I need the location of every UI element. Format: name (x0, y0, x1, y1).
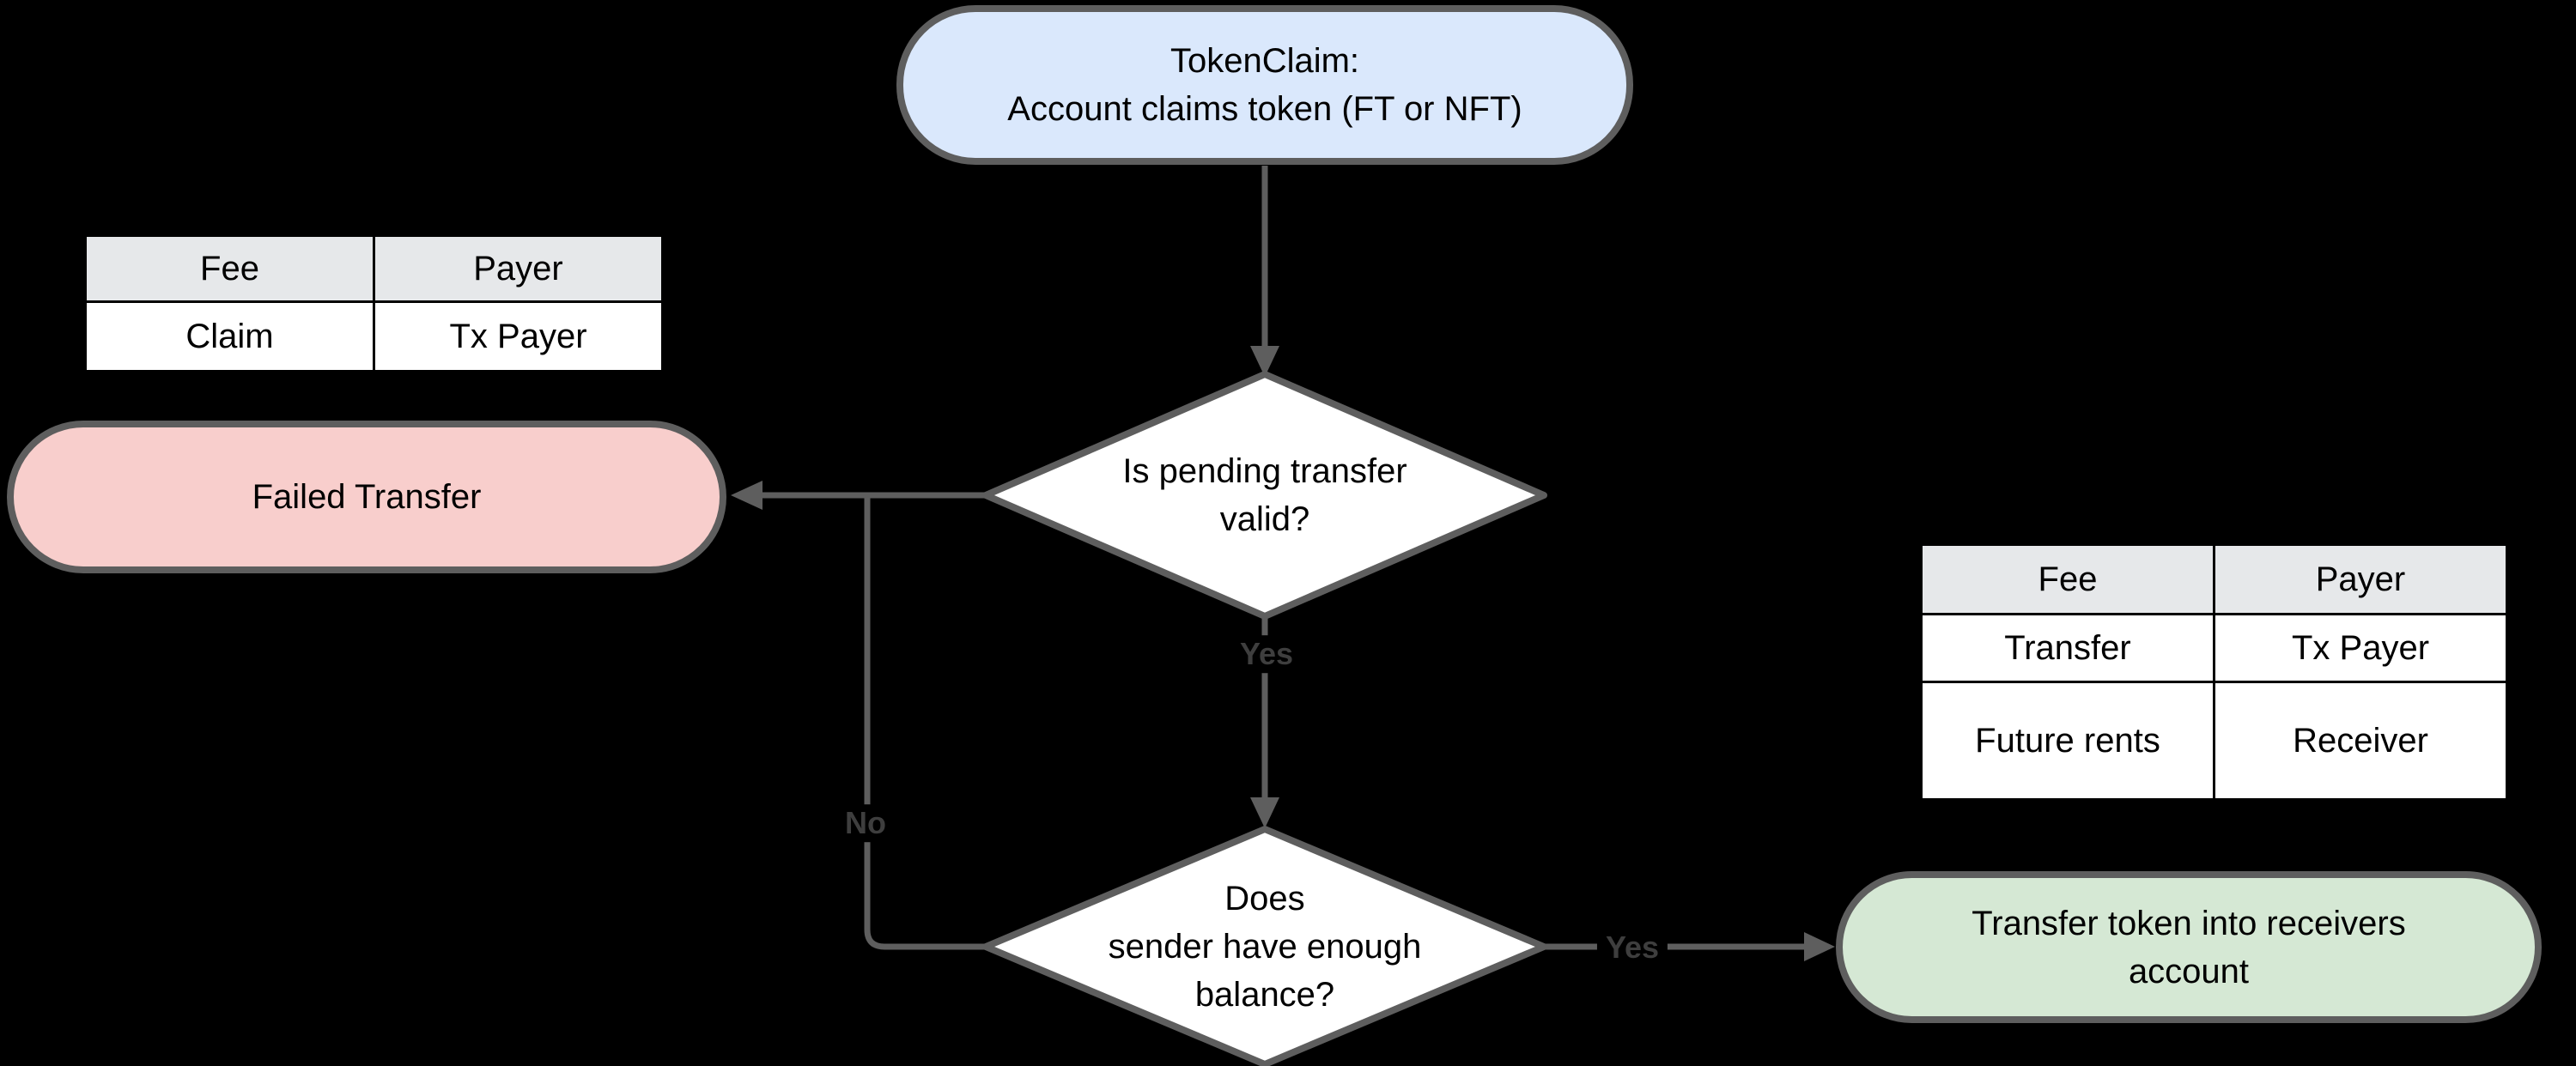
edge-decision2-no-to-failed (864, 494, 987, 950)
table-header-row: Fee Payer (1920, 543, 2508, 615)
claim-table-cell-fee: Claim (84, 300, 375, 372)
edge-label-yes-balance: Yes (1596, 929, 1668, 966)
claim-table-header-fee: Fee (84, 234, 375, 303)
transfer-table-cell-payer: Receiver (2213, 681, 2508, 801)
decision2-label: Does sender have enough balance? (1108, 880, 1422, 1014)
node-token-claim: TokenClaim: Account claims token (FT or … (896, 5, 1633, 165)
decision1-diamond-shape (982, 371, 1547, 620)
node-transfer-success: Transfer token into receivers account (1836, 871, 2542, 1023)
transfer-table-header-payer: Payer (2213, 543, 2508, 615)
claim-table-header-payer: Payer (373, 234, 664, 303)
transfer-table-cell-fee: Transfer (1920, 613, 2215, 683)
table-header-row: Fee Payer (84, 234, 664, 303)
table-row: Claim Tx Payer (84, 300, 664, 372)
arrowhead-into-decision2 (1250, 797, 1279, 828)
node-failed-transfer: Failed Transfer (7, 421, 726, 573)
arrowhead-into-failed (731, 481, 762, 510)
transfer-fee-table: Fee Payer Transfer Tx Payer Future rents… (1920, 543, 2508, 801)
arrowhead-into-success (1804, 932, 1835, 961)
table-row: Future rents Receiver (1920, 681, 2508, 801)
transfer-table-header-fee: Fee (1920, 543, 2215, 615)
claim-fee-table: Fee Payer Claim Tx Payer (84, 234, 664, 372)
table-row: Transfer Tx Payer (1920, 613, 2508, 683)
transfer-table-cell-payer: Tx Payer (2213, 613, 2508, 683)
decision2-diamond-shape (982, 826, 1547, 1066)
claim-table-cell-payer: Tx Payer (373, 300, 664, 372)
transfer-table-cell-fee: Future rents (1920, 681, 2215, 801)
edge-label-yes-pending: Yes (1230, 635, 1303, 673)
decision1-label: Is pending transfer valid? (1122, 452, 1407, 538)
edge-label-no-balance: No (836, 804, 895, 842)
arrowhead-into-decision1 (1250, 346, 1279, 377)
